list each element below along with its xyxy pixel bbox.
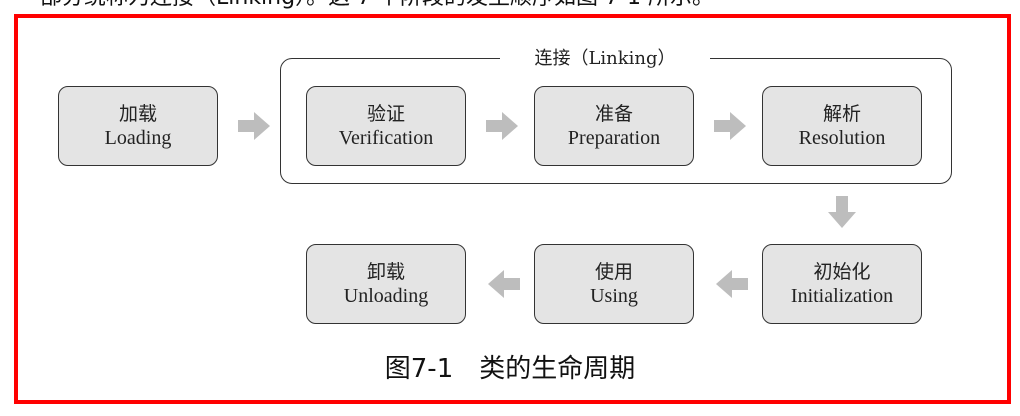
arrow-left-icon (716, 270, 748, 298)
stage-verification: 验证 Verification (306, 86, 466, 166)
arrow-down-icon (828, 196, 856, 228)
stage-loading: 加载 Loading (58, 86, 218, 166)
stage-preparation: 准备 Preparation (534, 86, 694, 166)
stage-resolution: 解析 Resolution (762, 86, 922, 166)
stage-loading-cn: 加载 (118, 103, 157, 125)
linking-group-label: 连接（Linking） (500, 46, 710, 72)
stage-verification-en: Verification (338, 127, 434, 149)
stage-unloading-en: Unloading (343, 285, 429, 307)
figure-caption: 图7-1 类的生命周期 (384, 354, 636, 384)
stage-preparation-en: Preparation (567, 127, 661, 149)
stage-initialization-cn: 初始化 (813, 261, 871, 283)
stage-initialization-en: Initialization (790, 285, 894, 307)
stage-preparation-cn: 准备 (594, 103, 633, 125)
preceding-text-line: 部分统称为连接（Linking）。这 7 个阶段的发生顺序如图 7-1 所示。 (0, 0, 1020, 10)
arrow-right-icon (714, 112, 746, 140)
stage-resolution-cn: 解析 (822, 103, 861, 125)
stage-initialization: 初始化 Initialization (762, 244, 922, 324)
arrow-left-icon (488, 270, 520, 298)
stage-resolution-en: Resolution (798, 127, 886, 149)
stage-verification-cn: 验证 (366, 103, 405, 125)
figure-frame (14, 14, 1011, 404)
stage-using-cn: 使用 (594, 261, 633, 283)
arrow-right-icon (486, 112, 518, 140)
stage-unloading-cn: 卸载 (366, 261, 405, 283)
arrow-right-icon (238, 112, 270, 140)
stage-unloading: 卸载 Unloading (306, 244, 466, 324)
stage-using: 使用 Using (534, 244, 694, 324)
stage-using-en: Using (590, 285, 638, 307)
stage-loading-en: Loading (104, 127, 172, 149)
